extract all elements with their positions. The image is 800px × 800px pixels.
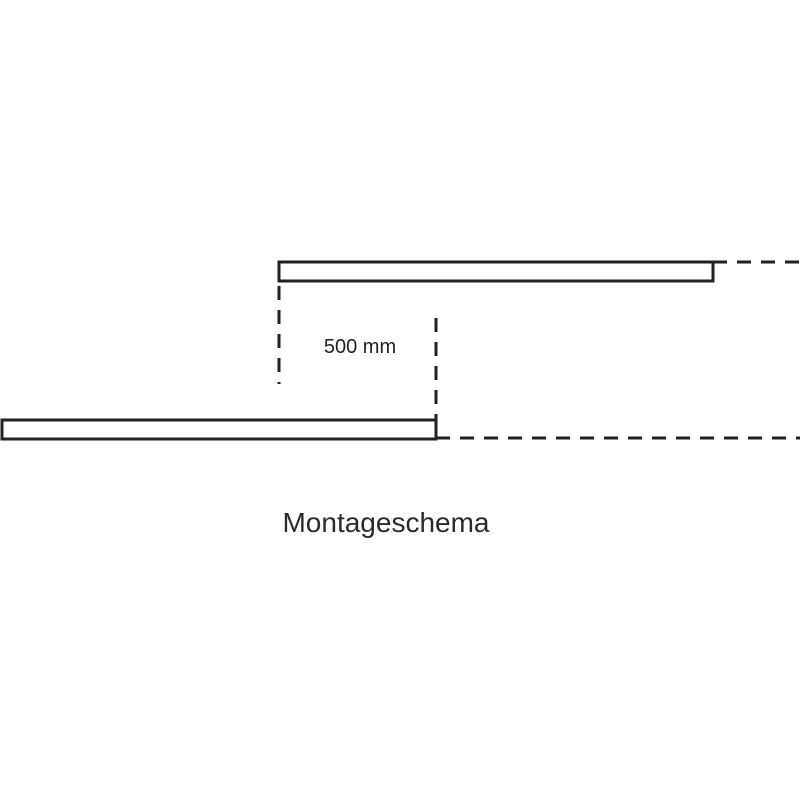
dimension-label: 500 mm xyxy=(323,336,397,358)
lower-panel xyxy=(0,418,438,441)
upper-panel xyxy=(277,260,715,283)
diagram-caption: Montageschema xyxy=(282,507,490,538)
